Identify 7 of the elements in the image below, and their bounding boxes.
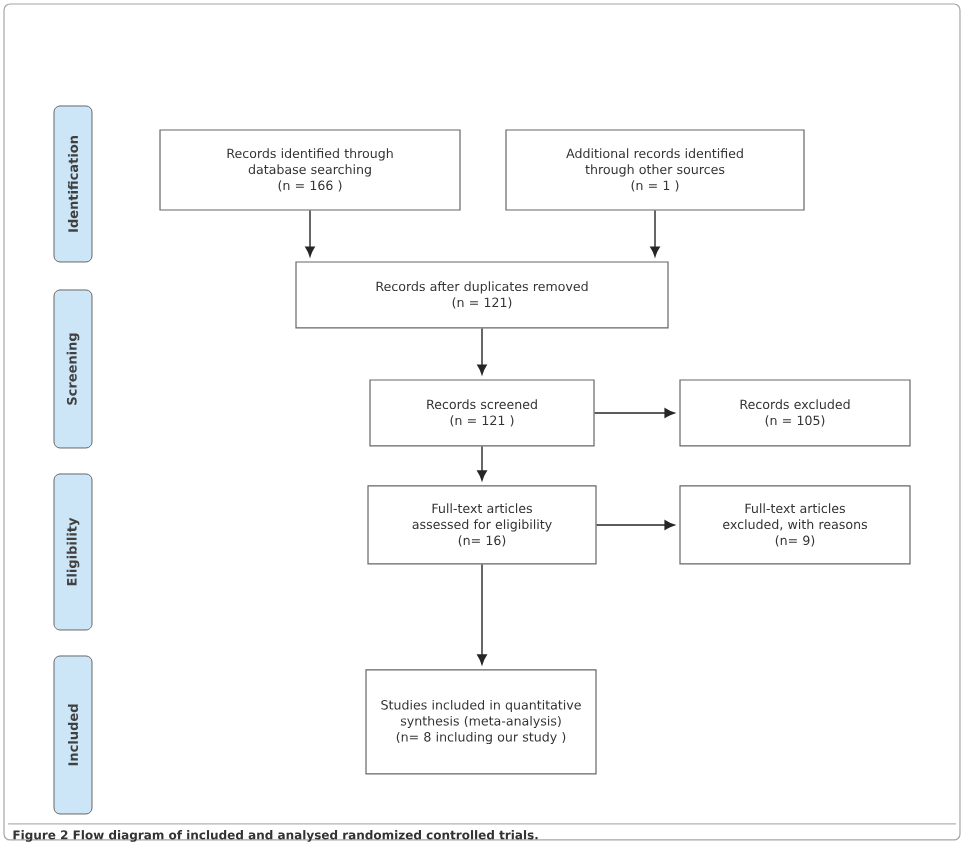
arrow: [477, 327, 487, 375]
arrow: [595, 520, 675, 530]
arrow: [477, 445, 487, 481]
arrow: [477, 563, 487, 665]
arrow: [305, 209, 315, 257]
arrow: [593, 408, 675, 418]
arrow: [650, 209, 660, 257]
